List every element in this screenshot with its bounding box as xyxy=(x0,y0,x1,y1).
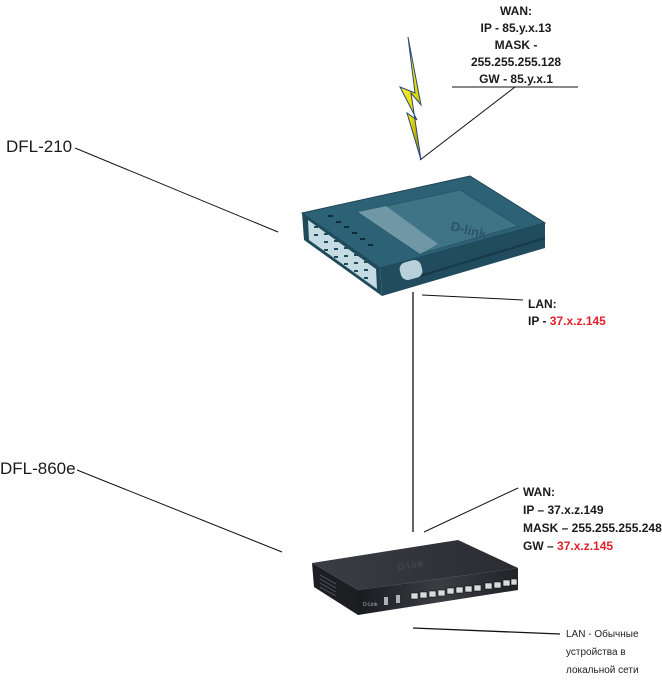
wan-callout-pointer xyxy=(419,86,516,161)
bottom-wan-gw-value: 37.x.z.145 xyxy=(557,539,614,553)
top-wan-mask-value: 255.255.255.128 xyxy=(470,55,562,69)
top-lan-ip-prefix: IP - xyxy=(528,314,550,328)
bottom-wan-title: WAN: xyxy=(523,485,555,499)
dfl210-router-image: D-link xyxy=(300,175,547,296)
dfl210-label-pointer xyxy=(74,147,279,233)
top-wan-title: WAN: xyxy=(500,4,532,18)
top-wan-gw: GW - 85.y.x.1 xyxy=(479,72,553,86)
bottom-lan-line1: LAN - Обычные xyxy=(566,629,639,640)
lan-callout-pointer xyxy=(421,294,524,301)
bottom-wan-mask: MASK – 255.255.255.248 xyxy=(523,521,662,535)
dfl860e-firewall-image: D-Link D-Link xyxy=(312,540,518,615)
dfl210-label: DFL-210 xyxy=(6,137,73,156)
lightning-bolt-icon xyxy=(398,36,422,161)
bottom-wan-callout: WAN: IP – 37.x.z.149 MASK – 255.255.255.… xyxy=(523,483,662,555)
dfl860e-label: DFL-860e xyxy=(0,459,76,478)
dfl860e-label-pointer xyxy=(76,469,283,553)
bottom-wan-gw-prefix: GW – xyxy=(523,539,558,553)
bottom-wan-ip: IP – 37.x.z.149 xyxy=(523,503,604,517)
ethernet-ports xyxy=(410,578,518,600)
bottom-lan-line2: устройства в xyxy=(566,647,626,658)
svg-text:D-Link: D-Link xyxy=(397,558,425,572)
top-lan-callout: LAN: IP - 37.x.z.145 xyxy=(528,296,606,330)
top-lan-title: LAN: xyxy=(528,297,557,311)
bottom-wan-gw: GW – 37.x.z.145 xyxy=(523,537,662,555)
top-lan-ip: IP - 37.x.z.145 xyxy=(528,313,606,330)
bottom-lan-pointer xyxy=(412,627,561,635)
top-wan-ip: IP - 85.y.x.13 xyxy=(480,21,552,35)
bottom-lan-callout: LAN - Обычные устройства в локальной сет… xyxy=(566,626,639,680)
top-wan-mask-label: MASK - xyxy=(494,38,538,52)
svg-text:D-Link: D-Link xyxy=(363,602,378,608)
bottom-wan-pointer xyxy=(423,487,519,533)
top-lan-ip-value: 37.x.z.145 xyxy=(549,314,606,328)
top-wan-callout: WAN: IP - 85.y.x.13 MASK - 255.255.255.1… xyxy=(448,3,584,88)
bottom-lan-line3: локальной сети xyxy=(566,665,639,676)
